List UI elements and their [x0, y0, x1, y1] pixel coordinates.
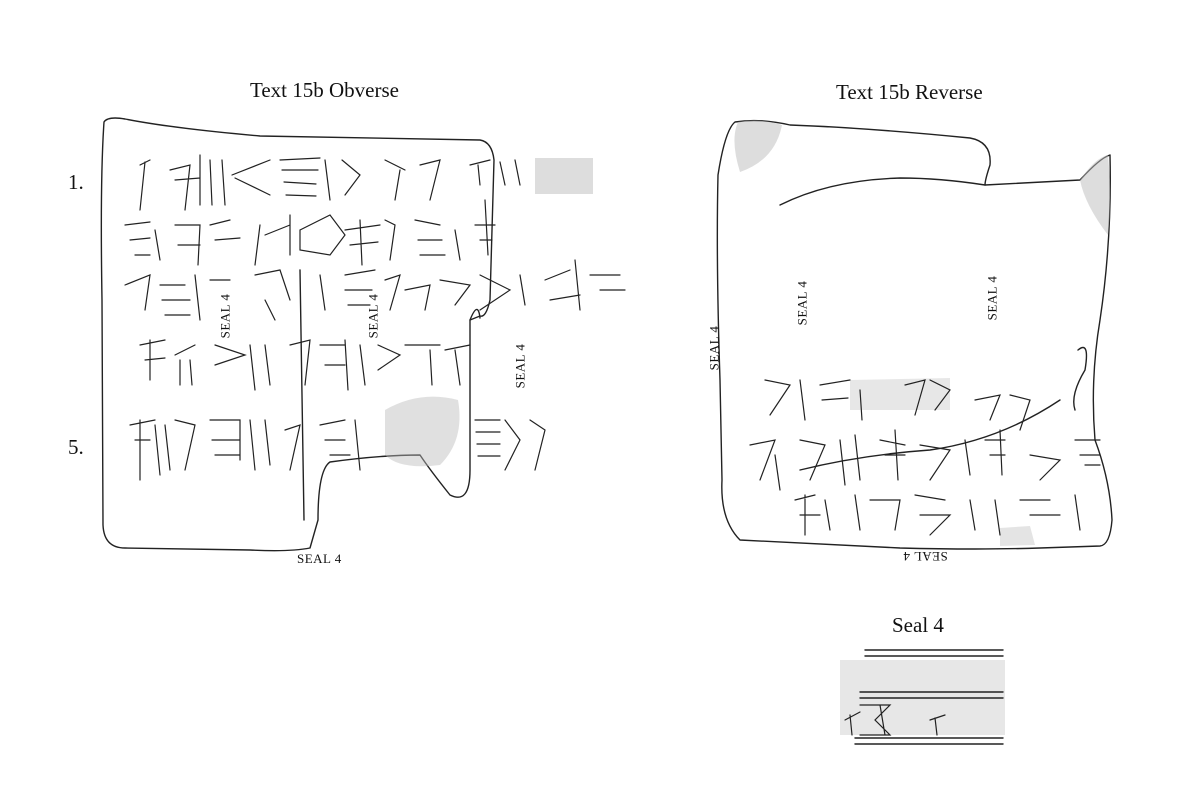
line-number-5: 5. [68, 435, 84, 459]
obverse-title: Text 15b Obverse [250, 78, 399, 102]
obverse-seal-label-bottom: SEAL 4 [297, 551, 342, 566]
reverse-cuneiform [749, 379, 1101, 536]
reverse-tablet-outline [716, 119, 1113, 550]
reverse-damaged-areas [734, 120, 1110, 546]
reverse-seal-label-1: SEAL 4 [794, 280, 810, 326]
obverse-seal-label-2: SEAL 4 [365, 293, 381, 339]
reverse-seal-label-bottom: SEAL 4 [903, 549, 948, 564]
reverse-seal-label-left: SEAL 4 [706, 325, 722, 371]
seal-title: Seal 4 [892, 613, 944, 637]
reverse-seal-label-2: SEAL 4 [984, 275, 1000, 321]
reverse-title: Text 15b Reverse [836, 80, 983, 104]
obverse-damaged-areas [385, 158, 593, 467]
obverse-seal-label-3: SEAL 4 [512, 343, 528, 389]
line-number-1: 1. [68, 170, 84, 194]
seal-impression [840, 649, 1005, 745]
obverse-tablet-outline [100, 117, 495, 552]
obverse-seal-label-1: SEAL 4 [217, 293, 233, 339]
obverse-cuneiform [124, 154, 626, 481]
